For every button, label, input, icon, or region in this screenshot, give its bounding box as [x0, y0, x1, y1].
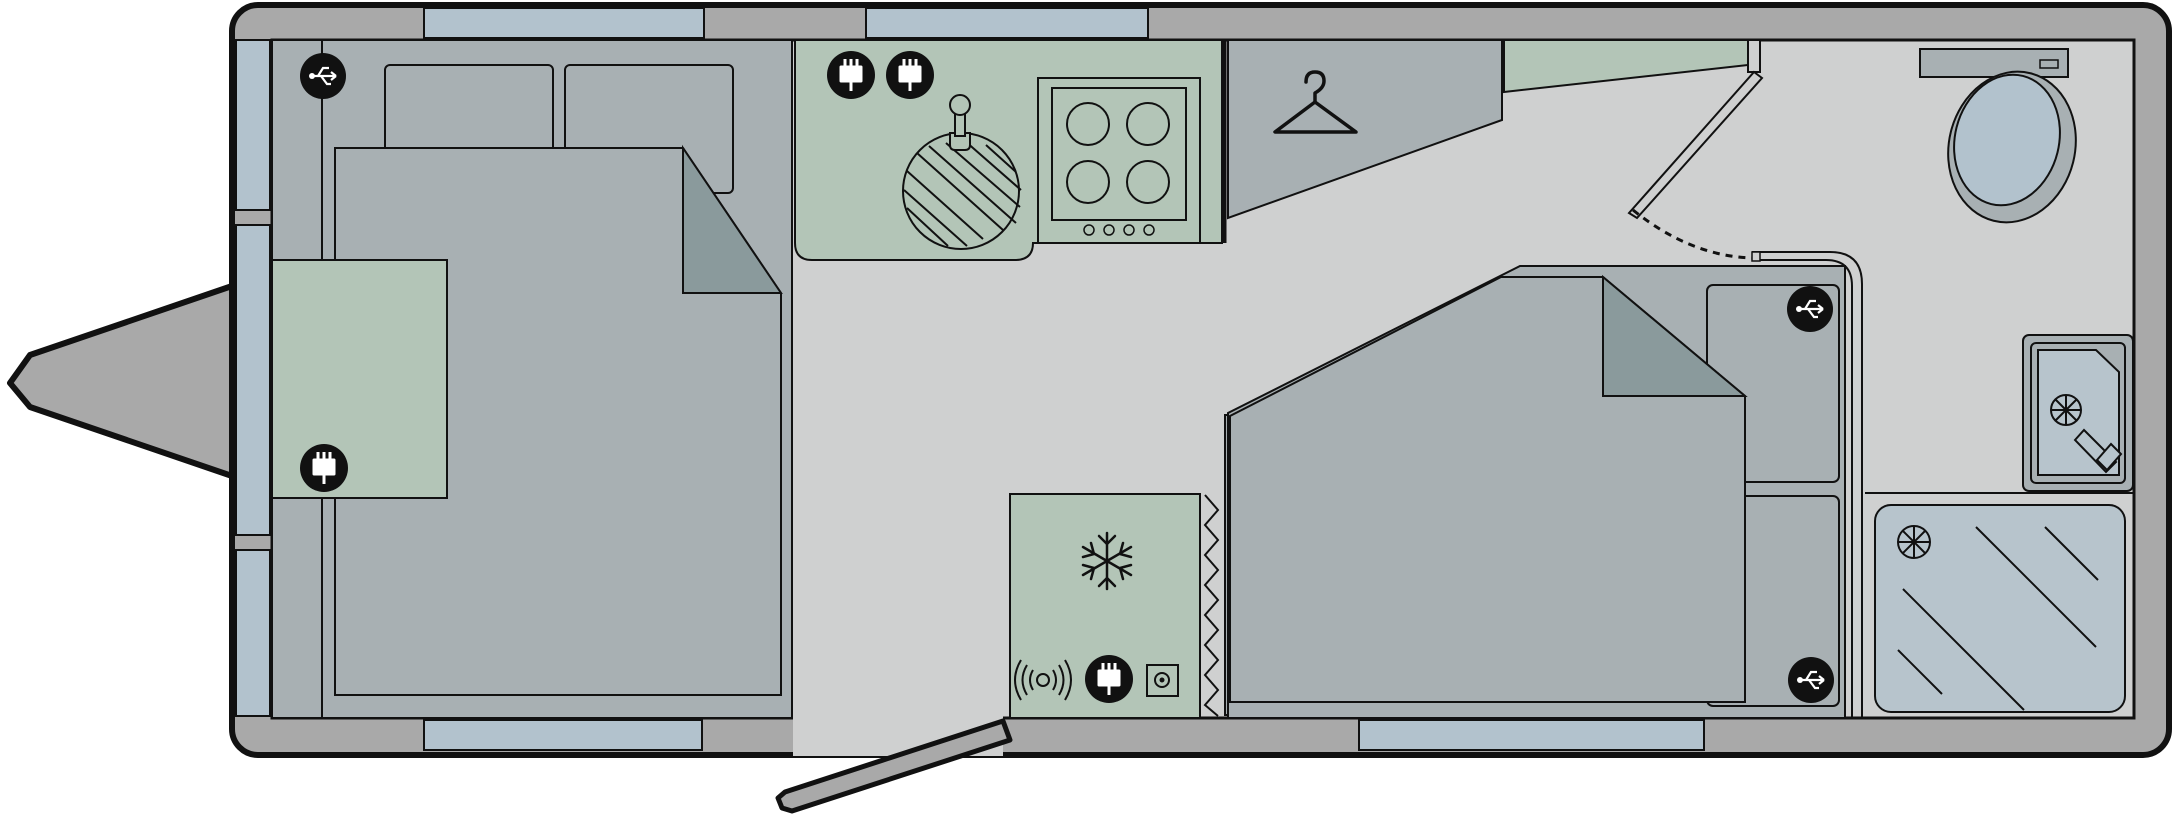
hanger-icon	[1273, 70, 1358, 134]
window-front-middle	[235, 224, 271, 536]
washroom-door-frame	[1747, 39, 1761, 73]
shower-drain-icon	[1897, 525, 1931, 559]
toilet-icon	[1919, 48, 2077, 224]
window-top-kitchen	[865, 7, 1149, 39]
washroom-door	[1627, 70, 1764, 220]
wireless-charger-icon	[1014, 659, 1072, 701]
mains-socket-icon	[1085, 655, 1133, 703]
sink-icon	[902, 94, 1022, 250]
snowflake-icon	[1081, 531, 1133, 591]
basin-drain-icon	[2050, 394, 2082, 426]
door-swing-arc	[1632, 208, 1753, 260]
window-bottom-right	[1358, 719, 1705, 751]
shower-tray	[1874, 504, 2126, 713]
window-top-left	[423, 7, 705, 39]
usb-socket-icon	[1788, 657, 1834, 703]
radiator-zigzag	[1203, 494, 1220, 717]
mains-socket-icon	[300, 444, 348, 492]
window-front-bottom	[235, 549, 271, 717]
mains-socket-icon	[827, 51, 875, 99]
pillow-left	[384, 64, 554, 161]
window-front-top	[235, 39, 271, 211]
tv-point-icon	[1146, 664, 1179, 697]
basin-tap-icon	[2073, 428, 2123, 474]
washroom-partition	[1752, 251, 1863, 718]
mains-socket-icon	[886, 51, 934, 99]
usb-socket-icon	[1787, 286, 1833, 332]
window-bottom-left	[423, 719, 703, 751]
side-bed-duvet-fold	[1602, 274, 1748, 397]
shower-glass-lines	[1897, 526, 2099, 711]
washbasin	[2022, 334, 2134, 492]
front-cabinet	[271, 259, 448, 499]
wardrobe	[1227, 39, 1503, 220]
partition-cap	[1751, 251, 1761, 262]
hob-icon	[1037, 77, 1201, 244]
usb-socket-icon	[300, 53, 346, 99]
a-frame	[7, 283, 235, 479]
front-bed-duvet-fold	[682, 144, 783, 294]
entrance-door	[775, 718, 1013, 814]
